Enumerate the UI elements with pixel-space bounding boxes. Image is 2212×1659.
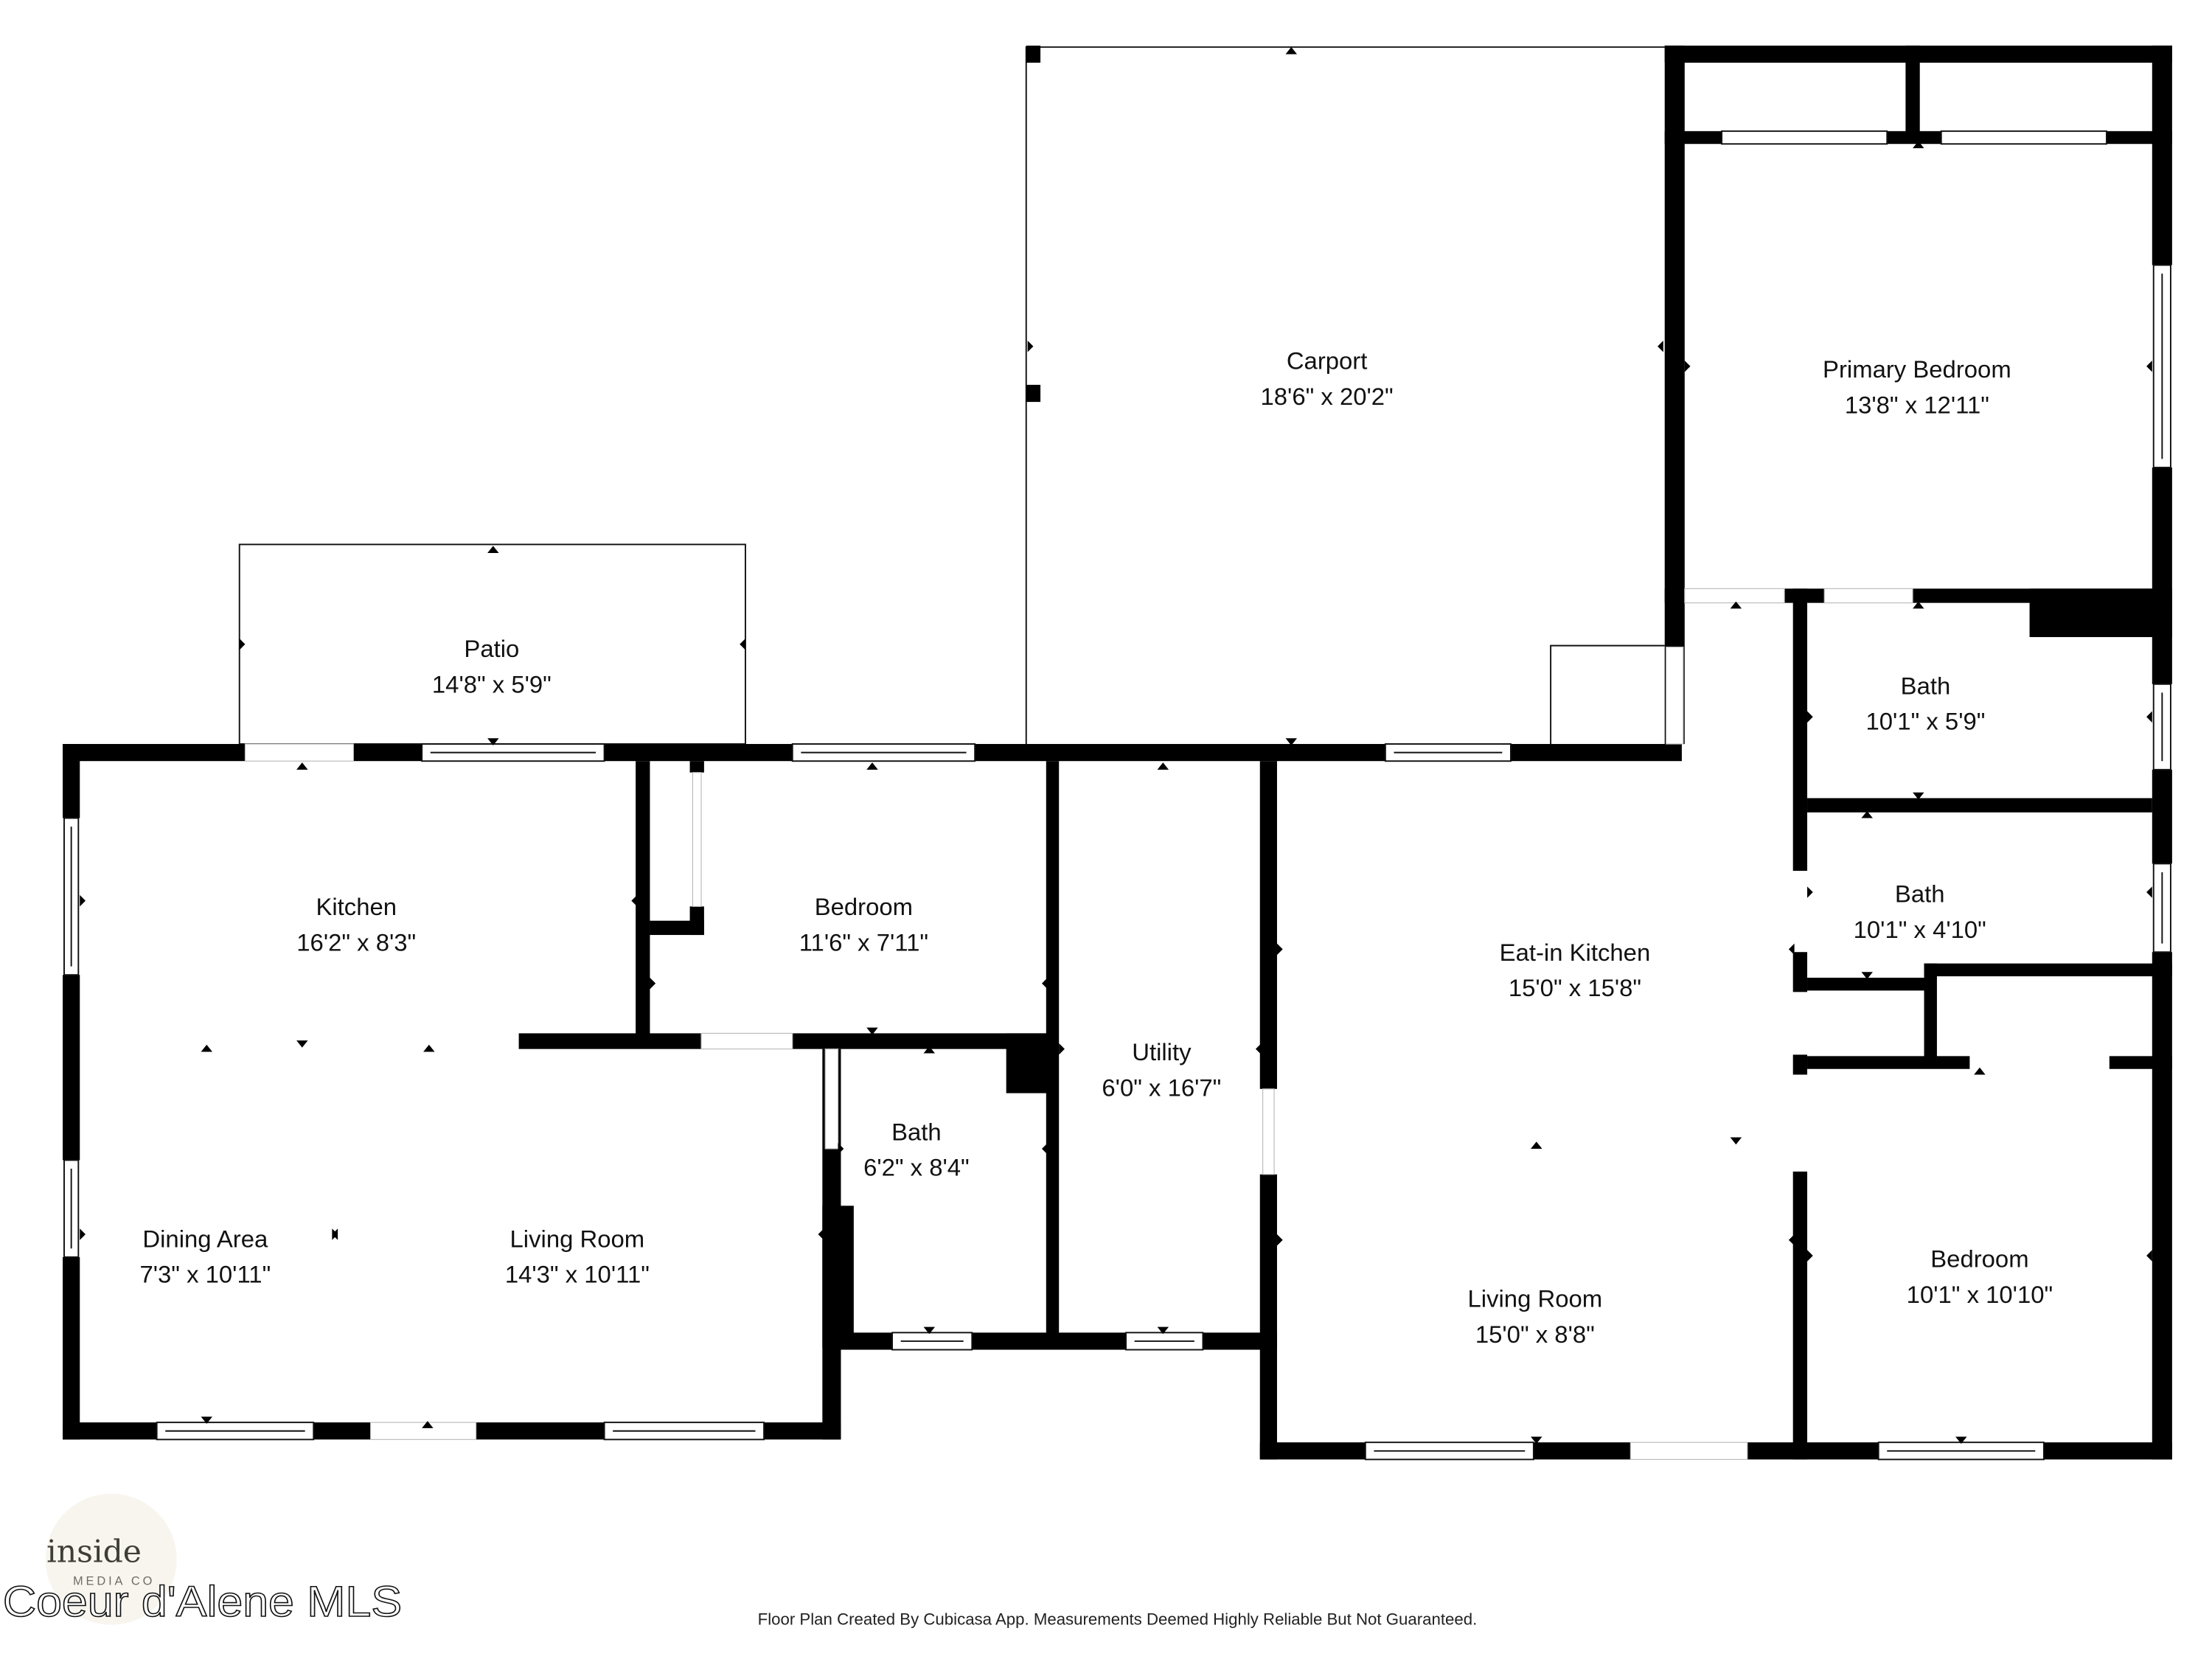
room-name: Kitchen [316,893,397,920]
room-dimensions: 18'6" x 20'2" [1261,383,1394,410]
room-dimensions: 15'0" x 8'8" [1475,1321,1595,1348]
logo-circle [45,1493,177,1625]
room-dimensions: 10'1" x 5'9" [1865,708,1985,735]
room-dimensions: 15'0" x 15'8" [1509,974,1641,1001]
room-dimensions: 6'2" x 8'4" [863,1154,970,1181]
room-dimensions: 11'6" x 7'11" [799,928,928,956]
measurement-markers [80,46,2152,1444]
room-dimensions: 16'2" x 8'3" [296,928,416,956]
logo-main-text: inside [46,1534,142,1571]
room-utility: Utility 6'0" x 16'7" [1102,1038,1221,1101]
room-dining-area: Dining Area 7'3" x 10'11" [139,1225,271,1287]
windows [63,130,2171,1461]
room-name: Carport [1287,347,1368,375]
room-living-room-2: Living Room 15'0" x 8'8" [1468,1285,1603,1348]
room-name: Patio [464,635,519,662]
room-bedroom-1: Bedroom 11'6" x 7'11" [799,893,928,956]
room-dimensions: 14'3" x 10'11" [505,1261,650,1288]
room-bath-2: Bath 10'1" x 5'9" [1865,672,1985,734]
room-patio: Patio 14'8" x 5'9" [432,635,552,698]
logo-sub-text: MEDIA CO [73,1574,155,1587]
room-name: Utility [1132,1038,1192,1065]
room-name: Primary Bedroom [1823,355,2011,383]
inside-media-logo: inside MEDIA CO [45,1493,177,1625]
room-labels: Carport 18'6" x 20'2" Primary Bedroom 13… [139,347,2053,1348]
room-name: Bedroom [815,893,913,920]
room-name: Eat-in Kitchen [1500,939,1651,966]
room-dimensions: 10'1" x 10'10" [1907,1281,2053,1308]
room-primary-bedroom: Primary Bedroom 13'8" x 12'11" [1823,355,2011,418]
room-bedroom-2: Bedroom 10'1" x 10'10" [1907,1245,2053,1307]
room-carport: Carport 18'6" x 20'2" [1261,347,1394,410]
room-name: Living Room [1468,1285,1603,1312]
room-name: Bath [891,1118,942,1145]
room-kitchen: Kitchen 16'2" x 8'3" [296,893,416,956]
room-name: Dining Area [142,1225,268,1252]
room-eat-in-kitchen: Eat-in Kitchen 15'0" x 15'8" [1500,939,1651,1001]
disclaimer-text: Floor Plan Created By Cubicasa App. Meas… [758,1610,1478,1629]
room-dimensions: 14'8" x 5'9" [432,670,552,698]
room-dimensions: 7'3" x 10'11" [139,1261,271,1288]
room-name: Bath [1901,672,1951,699]
room-bath-1: Bath 6'2" x 8'4" [863,1118,970,1180]
room-dimensions: 6'0" x 16'7" [1102,1074,1221,1101]
room-name: Living Room [510,1225,645,1252]
room-living-room-1: Living Room 14'3" x 10'11" [505,1225,650,1287]
room-name: Bedroom [1930,1245,2028,1272]
mls-watermark: Coeur d'Alene MLS [3,1579,402,1626]
room-bath-3: Bath 10'1" x 4'10" [1854,880,1986,943]
room-name: Bath [1895,880,1945,908]
room-dimensions: 13'8" x 12'11" [1845,392,1989,419]
door-openings [244,588,1913,1460]
walls [63,45,2172,1460]
room-dimensions: 10'1" x 4'10" [1854,916,1986,943]
outline-lines [238,46,1665,745]
